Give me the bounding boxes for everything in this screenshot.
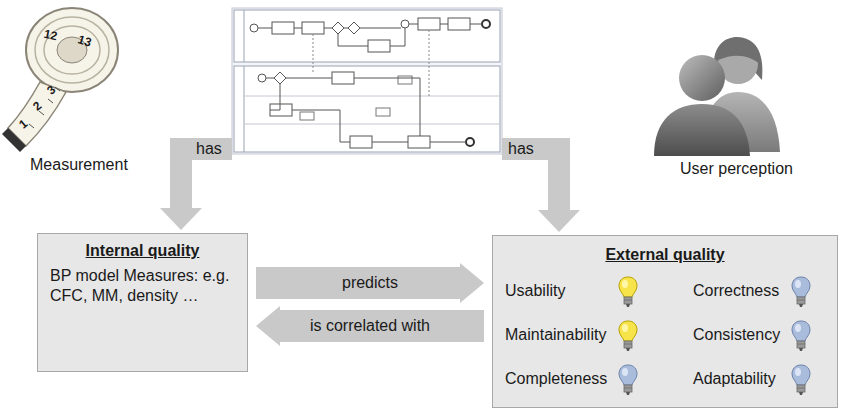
arrow-label: predicts (340, 274, 400, 292)
bulb-tip (626, 348, 630, 351)
bulb-tip (626, 392, 630, 395)
arrow-label: is correlated with (308, 317, 432, 335)
light-bulb (618, 320, 638, 352)
bulb-glass (792, 365, 810, 385)
bulb-glow (795, 324, 801, 332)
bulb-thread (624, 300, 632, 301)
bulb-thread (797, 344, 805, 345)
bulb-tip (799, 348, 803, 351)
bpmn-model-picture (232, 8, 502, 154)
block-arrow (256, 306, 484, 346)
bulb-base (797, 297, 805, 304)
tape-number: 13 (76, 32, 93, 49)
quality-attribute: Adaptability (693, 370, 776, 388)
has-arrow (502, 138, 580, 232)
bulb-glow (622, 368, 628, 376)
bulb-base (797, 341, 805, 348)
light-bulb (618, 364, 638, 396)
user-icon (654, 37, 780, 156)
bulb-tip (626, 304, 630, 307)
tape-number: 2 (30, 98, 44, 113)
bulb-glass (619, 365, 637, 385)
bulb-glow (795, 280, 801, 288)
bulb-glow (622, 324, 628, 332)
has-label: has (508, 140, 534, 158)
quality-attribute: Usability (505, 282, 565, 300)
light-bulb (791, 320, 811, 352)
bulb-glass (619, 321, 637, 341)
bulb-glow (795, 368, 801, 376)
bulb-thread (624, 344, 632, 345)
tape-number: 12 (43, 27, 59, 43)
bulb-base (624, 385, 632, 392)
quality-attribute: Completeness (505, 370, 607, 388)
block-arrow (256, 263, 484, 303)
bulb-glass (792, 321, 810, 341)
light-bulb (618, 276, 638, 308)
bulb-glass (619, 277, 637, 297)
has-arrow (160, 138, 232, 230)
tape-number: 1 (16, 116, 30, 131)
bulb-tip (799, 392, 803, 395)
bulb-glass (792, 277, 810, 297)
box-body: BP model Measures: e.g. CFC, MM, density… (50, 266, 235, 306)
external-quality-box: External qualityUsability CorrectnessMain… (492, 235, 838, 408)
bulb-tip (799, 304, 803, 307)
internal-quality-box: Internal quality BP model Measures: e.g. … (37, 233, 248, 372)
bulb-base (624, 297, 632, 304)
light-bulb (791, 364, 811, 396)
tape-number: 3 (44, 82, 58, 97)
bulb-base (624, 341, 632, 348)
bulb-thread (797, 300, 805, 301)
light-bulb (791, 276, 811, 308)
bulb-base (797, 385, 805, 392)
bulb-thread (624, 388, 632, 389)
box-heading: Internal quality (50, 242, 235, 260)
box-heading: External quality (493, 246, 837, 264)
bulb-glow (622, 280, 628, 288)
quality-attribute: Maintainability (505, 326, 606, 344)
bulb-thread (797, 388, 805, 389)
user-perception-caption: User perception (680, 160, 793, 178)
has-label: has (196, 140, 222, 158)
quality-attribute: Correctness (693, 282, 779, 300)
measurement-caption: Measurement (30, 156, 128, 174)
tape-measure (2, 8, 118, 152)
quality-attribute: Consistency (693, 326, 780, 344)
